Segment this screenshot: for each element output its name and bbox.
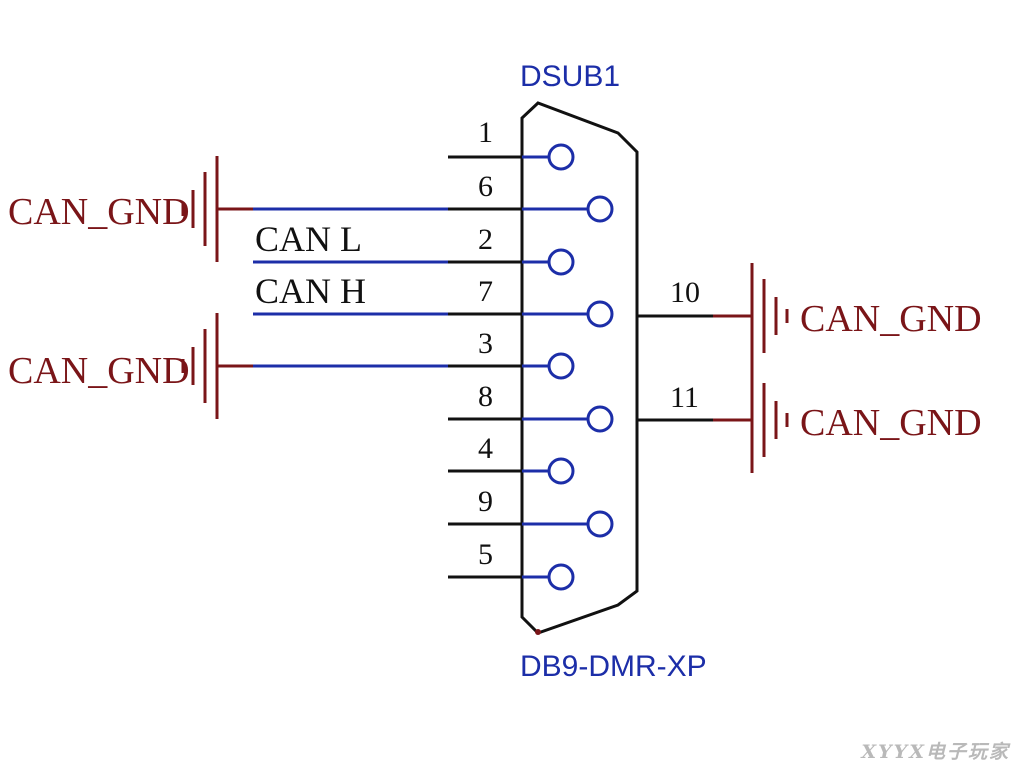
- pin-5: 5: [448, 538, 575, 591]
- pin-number: 4: [478, 432, 493, 465]
- pin-3: 3: [448, 327, 575, 380]
- pin-number: 3: [478, 327, 493, 360]
- watermark: XYYX电子玩家: [861, 741, 1010, 763]
- pin-number: 7: [478, 275, 493, 308]
- pin-7: 7: [448, 275, 614, 328]
- net-label-can-h: CAN H: [255, 271, 366, 311]
- connector-body: [520, 101, 639, 635]
- pin-number: 8: [478, 380, 493, 413]
- pin-4: 4: [448, 432, 575, 485]
- pin-9: 9: [448, 485, 614, 538]
- pin-2: 2: [448, 223, 575, 276]
- component-designator: DSUB1: [520, 60, 620, 93]
- ground-symbol-left-upper: [181, 156, 253, 262]
- pin-11: 11: [637, 381, 713, 422]
- pin-number: 10: [670, 276, 700, 309]
- component-footprint: DB9-DMR-XP: [520, 650, 707, 683]
- ground-label: CAN_GND: [8, 350, 190, 392]
- ground-symbol-right-upper: [713, 263, 789, 369]
- net-label-can-l: CAN L: [255, 219, 362, 259]
- ground-label: CAN_GND: [8, 191, 190, 233]
- pin-number: 1: [478, 116, 493, 149]
- ground-label: CAN_GND: [800, 402, 982, 444]
- ground-label: CAN_GND: [800, 298, 982, 340]
- pin-6: 6: [448, 170, 614, 223]
- ground-symbol-left-lower: [181, 313, 253, 419]
- pin-number: 2: [478, 223, 493, 256]
- pin-number: 6: [478, 170, 493, 203]
- pin-number: 5: [478, 538, 493, 571]
- pin-number: 9: [478, 485, 493, 518]
- connector-pin1-marker: [535, 629, 541, 635]
- pin-10: 10: [637, 276, 713, 318]
- ground-symbol-right-lower: [713, 367, 789, 473]
- pin-8: 8: [448, 380, 614, 433]
- pin-1: 1: [448, 116, 575, 171]
- pin-number: 11: [670, 381, 699, 414]
